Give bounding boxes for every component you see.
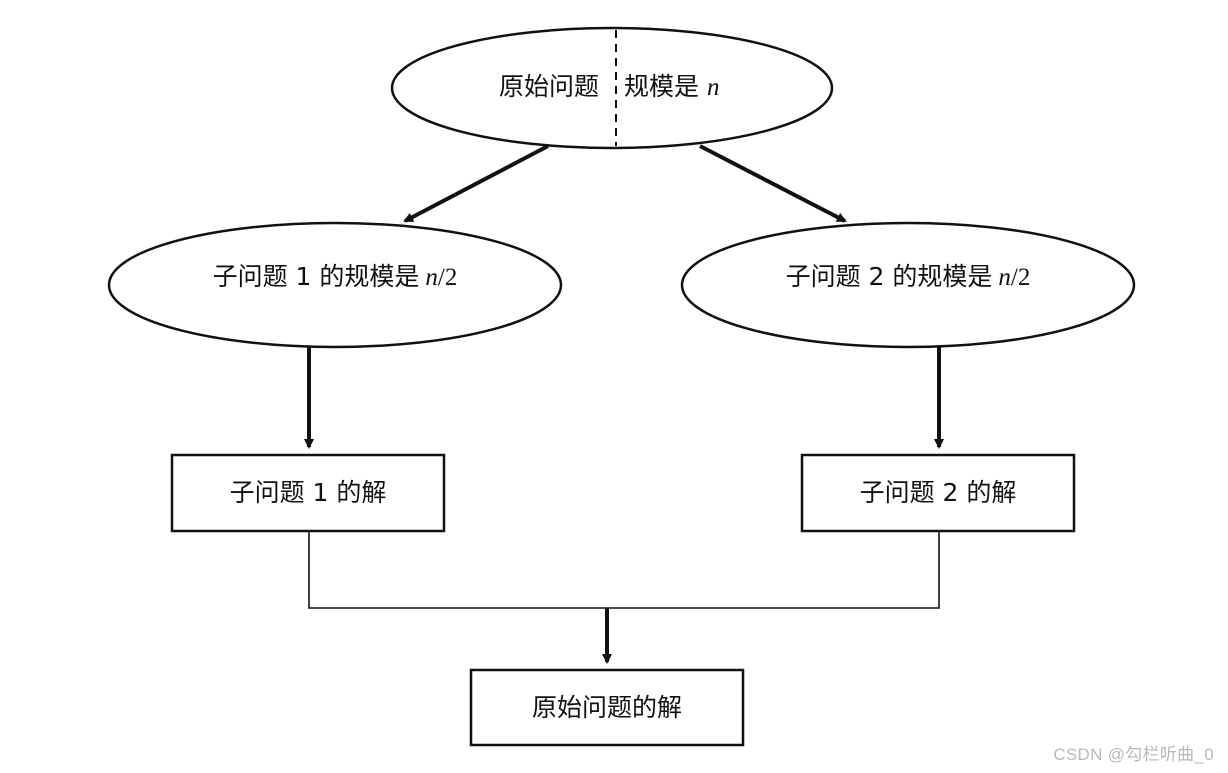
root-right-label: 规模是 n: [624, 72, 720, 101]
root-node: 原始问题 规模是 n: [390, 26, 834, 150]
sub1-ellipse: [107, 221, 563, 349]
merge-connector: [308, 531, 940, 609]
final-node: 原始问题的解: [469, 668, 745, 747]
sub1-text: 子问题 1 的规模是: [213, 262, 420, 291]
watermark: CSDN @勾栏听曲_0: [1053, 745, 1214, 764]
sub2-suffix: /2: [1011, 264, 1030, 291]
root-left-label: 原始问题: [499, 72, 599, 101]
sol2-label: 子问题 2 的解: [860, 478, 1017, 507]
root-right-text: 规模是: [624, 72, 699, 101]
root-var: n: [707, 74, 720, 101]
sol1-node: 子问题 1 的解: [170, 453, 446, 533]
sol2-box: [800, 453, 1076, 533]
arrow-root-to-sub1: [403, 144, 549, 223]
final-box: [469, 668, 745, 747]
sol1-box: [170, 453, 446, 533]
sub2-var: n: [998, 264, 1011, 291]
arrow-root-to-sub2: [699, 144, 847, 223]
root-ellipse: [390, 26, 834, 150]
sub2-ellipse: [680, 221, 1136, 349]
sub1-var: n: [425, 264, 438, 291]
final-label: 原始问题的解: [532, 693, 682, 722]
sub1-suffix: /2: [438, 264, 457, 291]
sub2-text: 子问题 2 的规模是: [786, 262, 993, 291]
sol2-node: 子问题 2 的解: [800, 453, 1076, 533]
sol1-label: 子问题 1 的解: [230, 478, 387, 507]
